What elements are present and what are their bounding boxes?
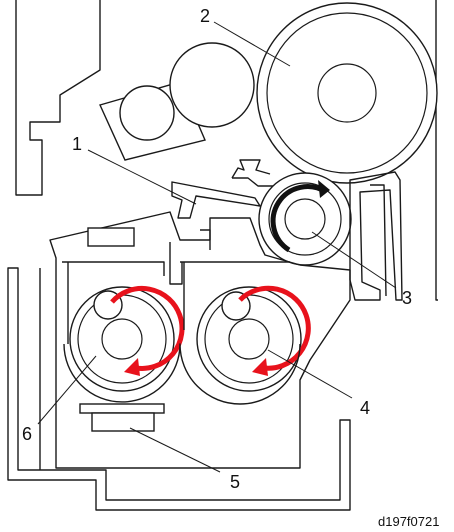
rotation-arrow-red-6 xyxy=(110,286,185,371)
callout-3: 3 xyxy=(402,288,412,308)
callout-6: 6 xyxy=(22,424,32,444)
doctor-blade-1 xyxy=(171,159,274,219)
right-bracket xyxy=(349,171,403,301)
callout-5: 5 xyxy=(230,472,240,492)
drum-2 xyxy=(256,2,438,184)
base-frame xyxy=(7,267,351,511)
callout-4: 4 xyxy=(360,398,370,418)
drive-gears xyxy=(99,42,255,161)
leader-lines xyxy=(37,21,397,473)
developer-housing xyxy=(49,211,351,469)
callout-2: 2 xyxy=(200,6,210,26)
auger-4 xyxy=(196,285,311,392)
rotation-arrow-red-4 xyxy=(238,285,311,371)
auger-divider xyxy=(63,262,301,405)
callout-labels: 2 1 3 4 6 5 xyxy=(22,6,412,492)
auger-6 xyxy=(69,286,185,392)
rotation-arrow-clockwise xyxy=(270,184,328,253)
callout-1: 1 xyxy=(72,134,82,154)
dev-roller-3 xyxy=(258,172,352,266)
figure-code: d197f0721 xyxy=(378,514,439,529)
tdsensor-5 xyxy=(79,403,165,432)
